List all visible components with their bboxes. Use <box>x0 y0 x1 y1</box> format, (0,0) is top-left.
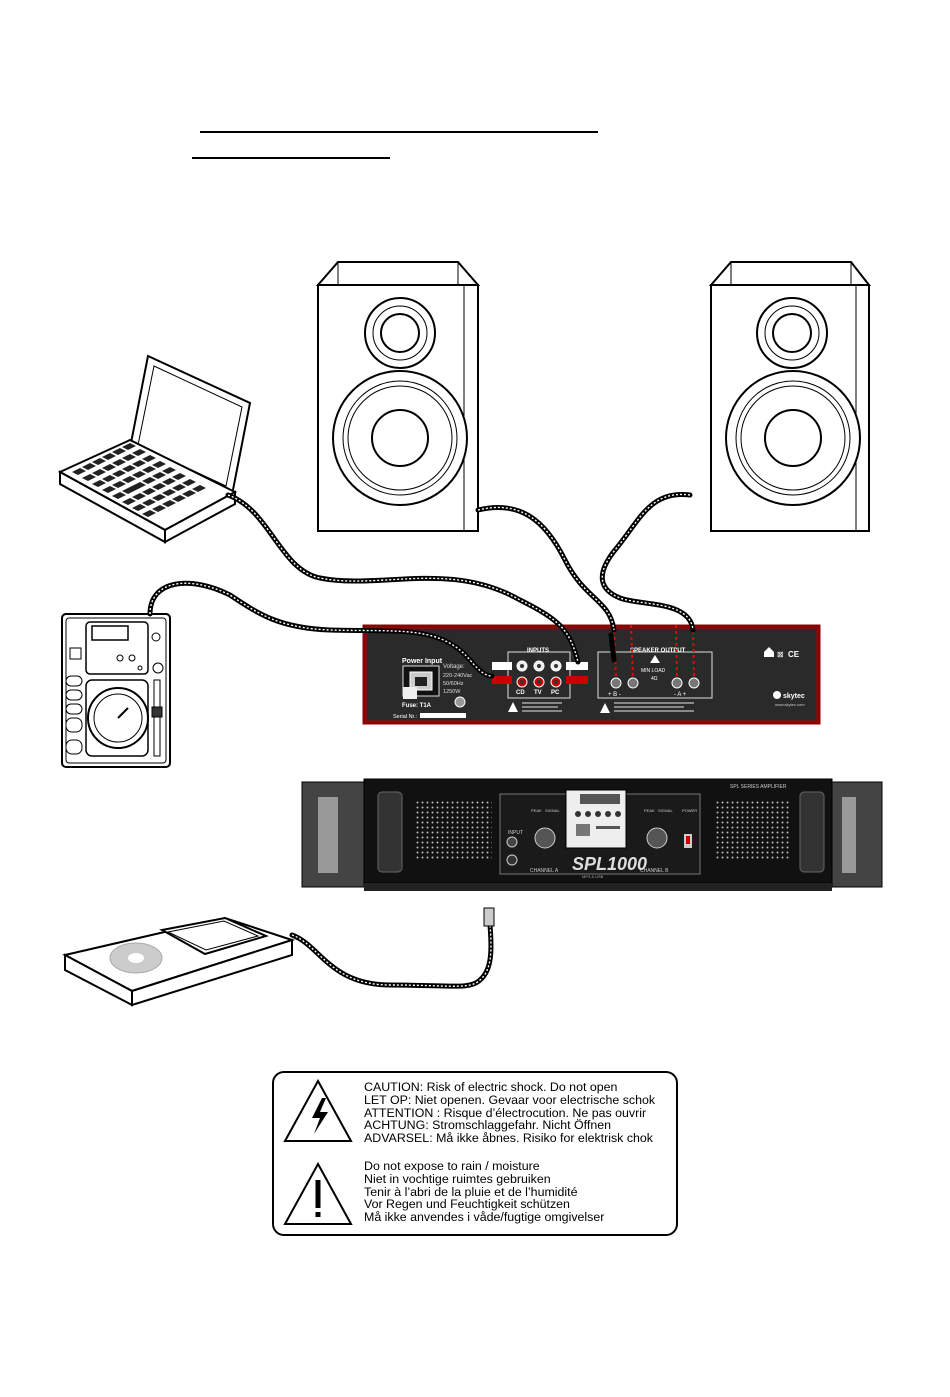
laptop-keyboard <box>72 443 206 517</box>
right-speaker <box>708 261 872 532</box>
series-label: SPL SERIES AMPLIFIER <box>730 784 787 790</box>
voltage-value-2: 50/60Hz <box>443 681 464 687</box>
brand-url: www.skytec.com <box>775 702 805 707</box>
voltage-label: Voltage: <box>443 664 465 670</box>
warning-line: Tenir à l’abri de la pluie et de l’humid… <box>364 1184 578 1199</box>
warning-line: Niet in vochtige ruimtes gebruiken <box>364 1171 551 1186</box>
warning-line: Må ikke anvendes i våde/fugtige omgivels… <box>364 1210 605 1225</box>
voltage-value-3: 1250W <box>443 689 461 695</box>
warning-line: CAUTION: Risk of electric shock. Do not … <box>364 1080 618 1094</box>
signal-label-a: SIGNAL <box>545 808 560 813</box>
input-label-tv: TV <box>534 690 542 696</box>
fuse-label: Fuse: T1A <box>402 703 432 709</box>
model-sub-label: MP3 & USB <box>582 874 604 879</box>
warning-box: CAUTION: Risk of electric shock. Do not … <box>272 1071 678 1236</box>
warning-line: Do not expose to rain / moisture <box>364 1159 540 1173</box>
laptop <box>57 354 252 544</box>
cables <box>147 491 696 989</box>
input-label-cd: CD <box>516 690 525 696</box>
input-front-label: INPUT <box>508 830 523 836</box>
min-load-label: MIN LOAD <box>641 668 666 674</box>
warning-line: Vor Regen und Feuchtigkeit schützen <box>364 1197 570 1212</box>
left-speaker <box>315 261 481 532</box>
serial-label: Serial Nr.: <box>393 714 418 720</box>
peak-label-a: PEAK <box>531 808 542 813</box>
mini-jack-plug <box>483 907 495 927</box>
amp-rear-panel: Power Input Fuse: T1A Serial Nr.: Voltag… <box>362 624 821 725</box>
input-label-pc: PC <box>551 690 560 696</box>
speaker-terminals <box>610 677 700 689</box>
electric-warning-text: CAUTION: Risk of electric shock. Do not … <box>364 1081 655 1145</box>
warning-line: ATTENTION : Risque d’électrocution. Ne p… <box>364 1105 647 1120</box>
power-input-label: Power Input <box>402 658 443 665</box>
model-label: SPL1000 <box>572 854 647 874</box>
mp3-player <box>62 916 296 1007</box>
inputs-label: INPUTS <box>527 648 549 654</box>
ohms-label: 4Ω <box>651 676 658 682</box>
warning-line: ACHTUNG: Stromschlaggefahr. Nicht Öffnen <box>364 1118 611 1133</box>
speaker-output-label: SPEAKER OUTPUT <box>630 648 686 654</box>
lightning-icon <box>283 1078 353 1142</box>
channel-b-front: CHANNEL B <box>640 868 669 874</box>
svg-text:⊠: ⊠ <box>777 650 784 659</box>
cert-icons: ⊠ CE <box>764 647 800 659</box>
voltage-value-1: 220-240Vac <box>443 673 473 679</box>
svg-text:CE: CE <box>788 650 800 659</box>
power-label: POWER <box>682 808 697 813</box>
warning-line: ADVARSEL: Må ikke åbnes. Risiko for elek… <box>364 1131 653 1146</box>
signal-label-b: SIGNAL <box>658 808 673 813</box>
channel-a-front: CHANNEL A <box>530 868 559 874</box>
amp-front-panel: SPL SERIES AMPLIFIER INPUT PEAK SIGNAL P… <box>301 778 883 891</box>
moisture-warning-text: Do not expose to rain / moisture Niet in… <box>364 1160 604 1224</box>
cable-white <box>149 493 694 987</box>
exclamation-icon <box>283 1161 353 1225</box>
peak-label-b: PEAK <box>644 808 655 813</box>
channel-a-rear: - A + <box>674 692 687 698</box>
channel-b-rear: + B - <box>608 692 621 698</box>
warning-line: LET OP: Niet openen. Gevaar voor electri… <box>364 1092 656 1107</box>
rca-inputs <box>492 660 588 688</box>
cd-player <box>61 613 171 768</box>
brand-label: skytec <box>783 693 805 700</box>
